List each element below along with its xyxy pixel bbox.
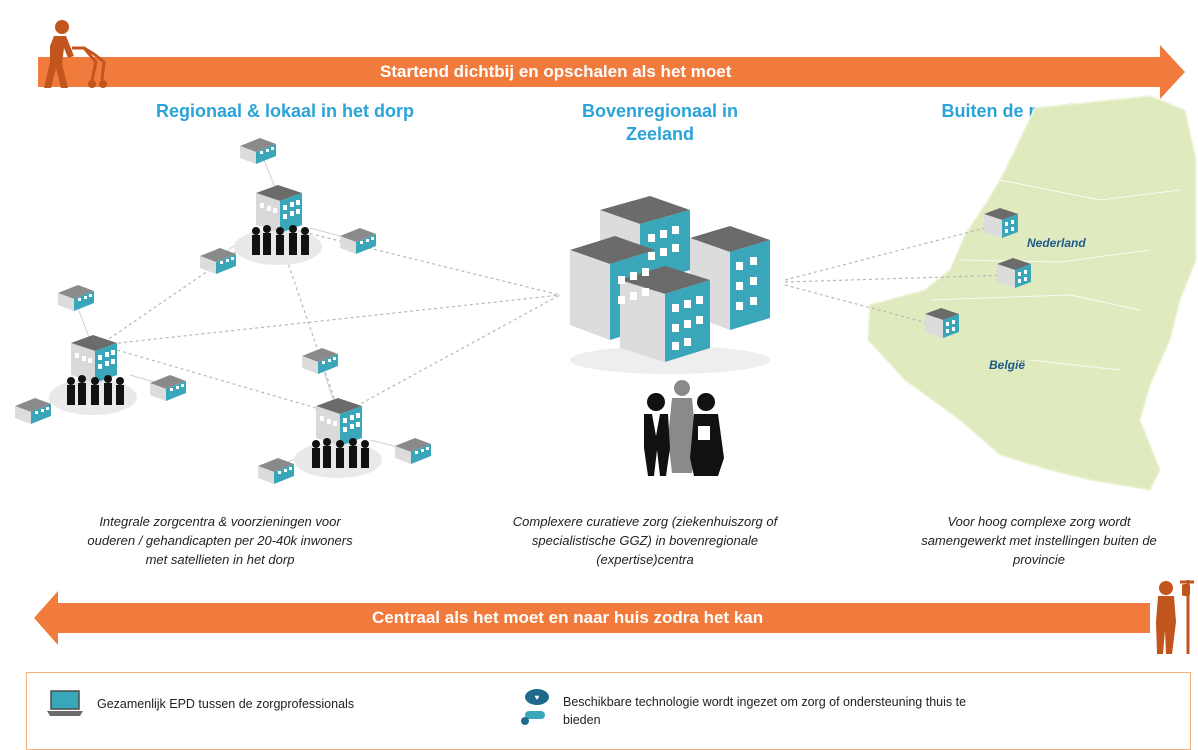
laptop-icon (47, 690, 83, 716)
doctors-group-icon (644, 380, 724, 476)
heading-supraregional-line2: Zeeland (625, 124, 695, 144)
heading-supraregional-line1: Bovenregionaal in (581, 101, 739, 121)
svg-text:♥: ♥ (535, 693, 540, 702)
caption-regional-line1: Integrale zorgcentra & voorzieningen voo… (99, 514, 341, 529)
bottom-arrow-label: Centraal als het moet en naar huis zodra… (372, 608, 764, 627)
caption-outside-line1: Voor hoog complexe zorg wordt (947, 514, 1131, 529)
caption-regional-line3: met satellieten in het dorp (145, 552, 295, 567)
caption-supraregional-line1: Complexere curatieve zorg (ziekenhuiszor… (512, 514, 778, 529)
health-technology-icon: ♥ (521, 689, 549, 725)
map-label-belgium: België (989, 358, 1026, 372)
caption-supraregional-line3: (expertise)centra (596, 552, 694, 567)
heading-regional: Regionaal & lokaal in het dorp (155, 101, 415, 121)
legend-item-technology-line1: Beschikbare technologie wordt ingezet om… (563, 695, 967, 709)
legend-item-epd: Gezamenlijk EPD tussen de zorgprofession… (97, 697, 355, 711)
legend-item-technology: Beschikbare technologie wordt ingezet om… (563, 693, 966, 729)
caption-supraregional-line2: specialistische GGZ) in bovenregionale (531, 533, 759, 548)
caption-outside-line3: provincie (1012, 552, 1066, 567)
patient-iv-drip-icon (1156, 580, 1194, 654)
caption-regional-line2: ouderen / gehandicapten per 20-40k inwon… (87, 533, 353, 548)
legend: Gezamenlijk EPD tussen de zorgprofession… (26, 672, 1191, 750)
caption-regional: Integrale zorgcentra & voorzieningen voo… (30, 512, 410, 569)
legend-item-technology-line2: bieden (563, 713, 601, 727)
caption-supraregional: Complexere curatieve zorg (ziekenhuiszor… (450, 512, 840, 569)
central-hospital-icon (570, 196, 770, 374)
top-arrow-label: Startend dichtbij en opschalen als het m… (380, 62, 732, 81)
map-label-netherlands: Nederland (1027, 236, 1086, 250)
elderly-person-walker-icon (44, 20, 107, 88)
caption-outside-line2: samengewerkt met instellingen buiten de (921, 533, 1157, 548)
top-arrow (38, 45, 1185, 99)
heading-supraregional: Bovenregionaal in Zeeland (540, 100, 780, 146)
caption-outside-province: Voor hoog complexe zorg wordt samengewer… (880, 512, 1198, 569)
